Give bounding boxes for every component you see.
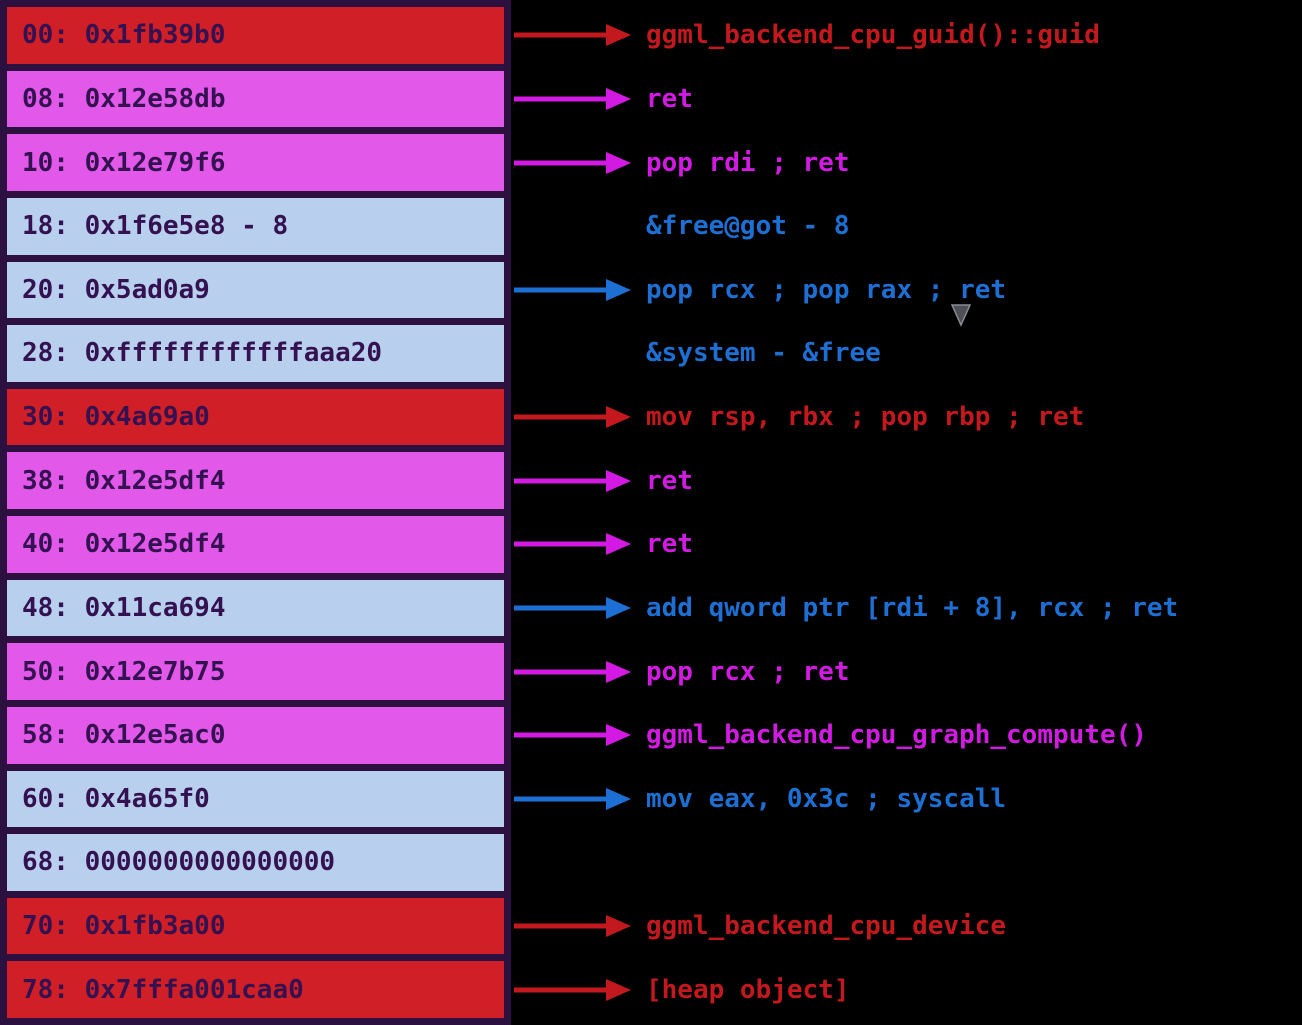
- row-offset-value: 50: 0x12e7b75: [22, 656, 226, 687]
- row-annotation: ggml_backend_cpu_guid()::guid: [511, 7, 1302, 64]
- row-offset-value: 18: 0x1f6e5e8 - 8: [22, 211, 289, 242]
- row-annotation: ggml_backend_cpu_graph_compute(): [511, 707, 1302, 764]
- row-offset-value: 00: 0x1fb39b0: [22, 20, 226, 51]
- row-offset-value: 30: 0x4a69a0: [22, 402, 210, 433]
- row-annotation-label: ret: [646, 465, 693, 496]
- row-annotation: ret: [511, 452, 1302, 509]
- row-offset-value: 28: 0xffffffffffffaaa20: [22, 338, 383, 369]
- row-offset-value: 08: 0x12e58db: [22, 83, 226, 114]
- arrow-icon: [514, 660, 631, 683]
- row-annotation: pop rcx ; pop rax ; ret: [511, 262, 1302, 319]
- arrow-icon: [514, 724, 631, 747]
- arrow-icon: [514, 978, 631, 1001]
- table-row: 20: 0x5ad0a9: [7, 261, 504, 319]
- row-annotation: [heap object]: [511, 961, 1302, 1018]
- row-annotation: &free@got - 8: [511, 198, 1302, 255]
- row-offset-value: 38: 0x12e5df4: [22, 465, 226, 496]
- row-annotation: mov eax, 0x3c ; syscall: [511, 771, 1302, 828]
- arrow-icon: [514, 533, 631, 556]
- row-annotation-label: ret: [646, 83, 693, 114]
- row-annotation-label: ret: [646, 529, 693, 560]
- table-row: 50: 0x12e7b75: [7, 643, 504, 700]
- table-row: 70: 0x1fb3a00: [7, 897, 504, 955]
- row-offset-value: 20: 0x5ad0a9: [22, 274, 210, 305]
- annotations-column: ggml_backend_cpu_guid()::guid ret pop rd…: [511, 0, 1302, 1025]
- row-annotation-label: pop rcx ; pop rax ; ret: [646, 274, 1007, 305]
- mouse-cursor-icon: [950, 304, 972, 327]
- row-annotation: pop rdi ; ret: [511, 134, 1302, 191]
- row-annotation-label: pop rdi ; ret: [646, 147, 850, 178]
- row-offset-value: 10: 0x12e79f6: [22, 147, 226, 178]
- table-row: 08: 0x12e58db: [7, 70, 504, 128]
- row-offset-value: 48: 0x11ca694: [22, 592, 226, 623]
- row-annotation: ret: [511, 516, 1302, 573]
- row-annotation: &system - &free: [511, 325, 1302, 382]
- table-row: 38: 0x12e5df4: [7, 452, 504, 509]
- row-annotation-label: mov rsp, rbx ; pop rbp ; ret: [646, 402, 1085, 433]
- row-offset-value: 68: 0000000000000000: [22, 847, 336, 878]
- row-annotation-label: ggml_backend_cpu_device: [646, 911, 1007, 942]
- row-annotation-label: [heap object]: [646, 974, 850, 1005]
- row-annotation-label: pop rcx ; ret: [646, 656, 850, 687]
- row-annotation: ggml_backend_cpu_device: [511, 898, 1302, 955]
- row-annotation: add qword ptr [rdi + 8], rcx ; ret: [511, 580, 1302, 637]
- row-offset-value: 60: 0x4a65f0: [22, 783, 210, 814]
- stack-table: 00: 0x1fb39b0 08: 0x12e58db 10: 0x12e79f…: [0, 0, 511, 1025]
- table-row: 10: 0x12e79f6: [7, 134, 504, 191]
- table-row: 68: 0000000000000000: [7, 834, 504, 891]
- arrow-icon: [514, 787, 631, 810]
- row-annotation: [511, 834, 1302, 891]
- arrow-icon: [514, 87, 631, 110]
- table-row: 48: 0x11ca694: [7, 579, 504, 637]
- row-annotation: mov rsp, rbx ; pop rbp ; ret: [511, 389, 1302, 446]
- table-row: 60: 0x4a65f0: [7, 770, 504, 828]
- arrow-icon: [514, 915, 631, 938]
- table-row: 30: 0x4a69a0: [7, 388, 504, 446]
- row-offset-value: 58: 0x12e5ac0: [22, 720, 226, 751]
- arrow-icon: [514, 469, 631, 492]
- arrow-icon: [514, 406, 631, 429]
- row-annotation-label: &system - &free: [646, 338, 881, 369]
- table-row: 18: 0x1f6e5e8 - 8: [7, 197, 504, 255]
- row-annotation-label: ggml_backend_cpu_guid()::guid: [646, 20, 1100, 51]
- arrow-icon: [514, 151, 631, 174]
- row-annotation-label: &free@got - 8: [646, 211, 850, 242]
- row-annotation-label: add qword ptr [rdi + 8], rcx ; ret: [646, 592, 1179, 623]
- arrow-icon: [514, 596, 631, 619]
- table-row: 00: 0x1fb39b0: [7, 7, 504, 64]
- row-offset-value: 78: 0x7fffa001caa0: [22, 974, 304, 1005]
- table-row: 78: 0x7fffa001caa0: [7, 961, 504, 1018]
- row-annotation: pop rcx ; ret: [511, 643, 1302, 700]
- arrow-icon: [514, 278, 631, 301]
- row-offset-value: 70: 0x1fb3a00: [22, 911, 226, 942]
- row-annotation: ret: [511, 71, 1302, 128]
- arrow-icon: [514, 24, 631, 47]
- row-annotation-label: mov eax, 0x3c ; syscall: [646, 783, 1007, 814]
- row-offset-value: 40: 0x12e5df4: [22, 529, 226, 560]
- row-annotation-label: ggml_backend_cpu_graph_compute(): [646, 720, 1147, 751]
- table-row: 58: 0x12e5ac0: [7, 706, 504, 764]
- table-row: 40: 0x12e5df4: [7, 516, 504, 573]
- table-row: 28: 0xffffffffffffaaa20: [7, 325, 504, 382]
